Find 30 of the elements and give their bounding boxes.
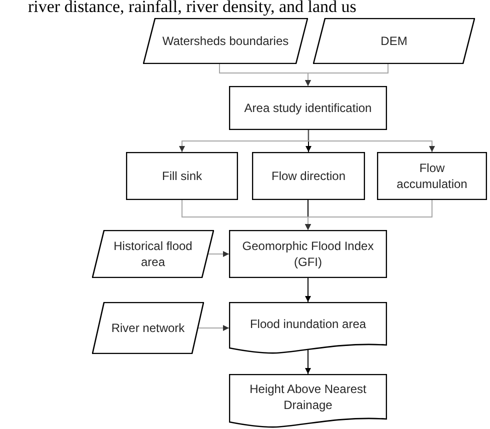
node-label: Flow accumulation <box>396 160 468 192</box>
node-label: Watersheds boundaries <box>162 33 289 49</box>
input-parallelogram <box>313 18 475 64</box>
node-label: Geomorphic Flood Index (GFI) <box>241 238 375 270</box>
process-box <box>377 152 487 200</box>
node-label: Flood inundation area <box>250 316 366 332</box>
arrow <box>305 278 311 302</box>
node-label: River network <box>111 320 185 336</box>
input-parallelogram <box>92 230 214 278</box>
arrow <box>305 64 388 86</box>
process-box <box>229 230 387 278</box>
node-label: Fill sink <box>162 168 202 184</box>
arrow <box>305 200 432 230</box>
input-parallelogram <box>92 302 204 354</box>
node-label: Height Above Nearest Drainage <box>248 381 368 413</box>
process-box <box>126 152 238 200</box>
arrow <box>198 325 230 331</box>
arrow <box>306 130 312 152</box>
document-shape <box>229 374 387 428</box>
body-text: river distance, rainfall, river density, and land us <box>28 0 356 17</box>
document-shape <box>229 302 387 354</box>
process-box <box>229 86 387 130</box>
arrow <box>308 130 435 152</box>
node-label: Area study identification <box>244 100 372 116</box>
node-label: Historical flood area <box>112 238 194 270</box>
process-box <box>252 152 365 200</box>
node-label: DEM <box>380 33 408 49</box>
input-parallelogram <box>143 18 308 64</box>
node-label: Flow direction <box>271 168 346 184</box>
arrow <box>208 251 230 257</box>
